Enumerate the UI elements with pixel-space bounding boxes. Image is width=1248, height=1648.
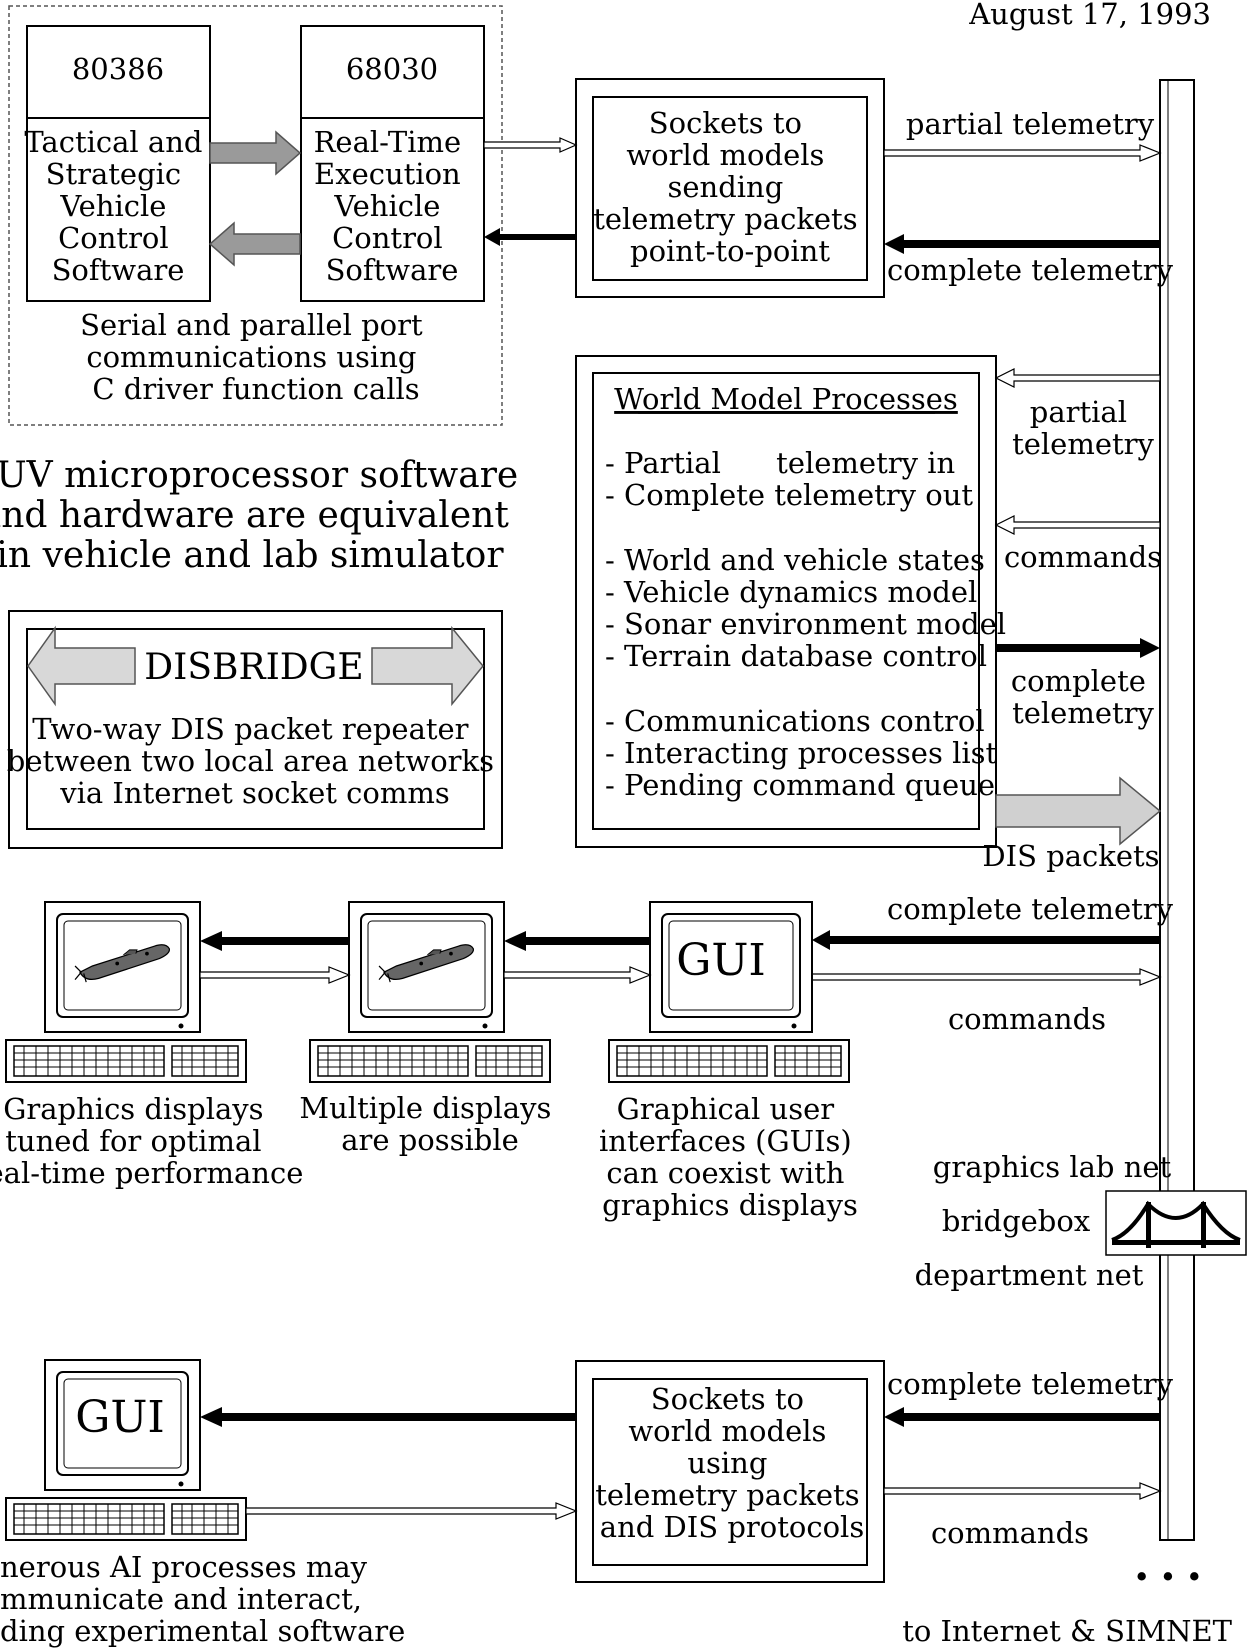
label-bridgebox: bridgebox: [942, 1204, 1090, 1238]
chip-68030-label: 68030: [346, 52, 438, 86]
tactical-software-label: Tactical and Strategic Vehicle Control S…: [24, 125, 211, 287]
processor-enclosure: [8, 5, 503, 426]
computer-gui: GUI: [608, 901, 850, 1083]
bridge-icon: [1105, 1190, 1247, 1256]
disbridge-right-arrow: [371, 625, 484, 707]
disbridge-title: DISBRIDGE: [144, 647, 363, 688]
arrow-partial-telemetry-wm: [994, 368, 1161, 388]
label-commands-wm: commands: [1004, 540, 1162, 574]
caption-ai-processes: nerous AI processes may mmunicate and in…: [0, 1550, 405, 1648]
screen-gui-text: GUI: [75, 1392, 165, 1443]
sockets-bottom-outer: [575, 1360, 885, 1583]
computer-graphics-display: [5, 901, 247, 1083]
arrow-commands-bottom: [883, 1482, 1162, 1500]
arrow-complete-telemetry-wm: [996, 638, 1160, 658]
world-model-group-states: - World and vehicle states - Vehicle dyn…: [605, 543, 1015, 673]
box-80386: [26, 25, 211, 302]
label-commands-bottom: commands: [931, 1516, 1089, 1550]
label-complete-telemetry-top: complete telemetry: [887, 253, 1174, 287]
world-model-group-telemetry: - Partial telemetry in - Complete teleme…: [605, 446, 973, 512]
port-note: Serial and parallel port communications …: [80, 308, 432, 406]
arrow-multiple-to-graphics: [200, 931, 349, 951]
disbridge-left-arrow: [27, 625, 136, 707]
world-model-group-control: - Communications control - Interacting p…: [605, 704, 1006, 802]
arrow-gui-to-multiple: [504, 931, 650, 951]
sockets-bottom-text: Sockets to world models using telemetry …: [595, 1382, 869, 1544]
world-model-outer: [575, 355, 997, 848]
sockets-bottom-inner: [592, 1378, 868, 1566]
world-model-inner: [592, 372, 980, 830]
arrow-multiple-to-gui: [503, 966, 652, 984]
world-model-title: World Model Processes: [614, 382, 958, 416]
arrow-partial-telemetry-top: [883, 144, 1162, 162]
sockets-top-outer: [575, 78, 885, 298]
computer-multiple-displays: [309, 901, 551, 1083]
arrow-commands-gui: [811, 968, 1162, 986]
keyboard-icon: [5, 1497, 247, 1541]
arrow-complete-telemetry-gui: [812, 930, 1160, 950]
screen-gui-text: GUI: [676, 935, 766, 986]
arrow-graphics-to-multiple: [199, 966, 351, 984]
computer-ai-gui: GUI: [5, 1359, 247, 1541]
sockets-top-inner: [592, 96, 868, 281]
arrow-ai-to-sockets: [245, 1502, 578, 1520]
arrow-sockets-to-realtime: [484, 228, 576, 246]
realtime-software-label: Real-Time Execution Vehicle Control Soft…: [314, 125, 471, 287]
label-partial-telemetry-top: partial telemetry: [906, 107, 1155, 141]
label-department-net: department net: [915, 1258, 1144, 1292]
label-partial-telemetry-wm: partial telemetry: [1012, 395, 1154, 461]
arrow-realtime-to-tactical: [208, 221, 301, 267]
keyboard-icon: [309, 1039, 551, 1083]
caption-graphics-displays: Graphics displays tuned for optimal real…: [0, 1092, 303, 1190]
label-complete-telemetry-gui: complete telemetry: [887, 892, 1174, 926]
box-68030: [300, 25, 485, 302]
keyboard-icon: [5, 1039, 247, 1083]
disbridge-inner: [26, 628, 485, 830]
disbridge-description: Two-way DIS packet repeater between two …: [7, 712, 503, 810]
arrow-complete-telemetry-top: [884, 234, 1160, 254]
label-complete-telemetry-wm: complete telemetry: [1011, 664, 1155, 730]
caption-gui: Graphical user interfaces (GUIs) can coe…: [599, 1092, 861, 1222]
caption-multiple-displays: Multiple displays are possible: [299, 1091, 560, 1157]
label-graphics-lab-net: graphics lab net: [933, 1150, 1172, 1184]
date-label: August 17, 1993: [968, 0, 1211, 31]
keyboard-icon: [608, 1039, 850, 1083]
label-complete-telemetry-bottom: complete telemetry: [887, 1367, 1174, 1401]
auv-statement: AUV microprocessor software and hardware…: [0, 455, 530, 576]
arrow-realtime-to-sockets: [483, 137, 578, 153]
arrow-sockets-to-ai: [200, 1407, 576, 1427]
arrow-complete-telemetry-bottom: [884, 1407, 1160, 1427]
network-ellipsis: • • •: [1133, 1560, 1203, 1594]
network-backbone: [1159, 79, 1195, 1541]
arrow-tactical-to-realtime: [209, 130, 302, 176]
label-internet-simnet: to Internet & SIMNET: [902, 1614, 1232, 1648]
label-dis-packets: DIS packets: [982, 839, 1159, 873]
chip-80386-label: 80386: [72, 52, 164, 86]
sockets-top-text: Sockets to world models sending telemetr…: [593, 106, 867, 268]
label-commands-gui: commands: [948, 1002, 1106, 1036]
arrow-commands-wm: [994, 515, 1161, 535]
arrow-dis-packets: [995, 776, 1162, 846]
